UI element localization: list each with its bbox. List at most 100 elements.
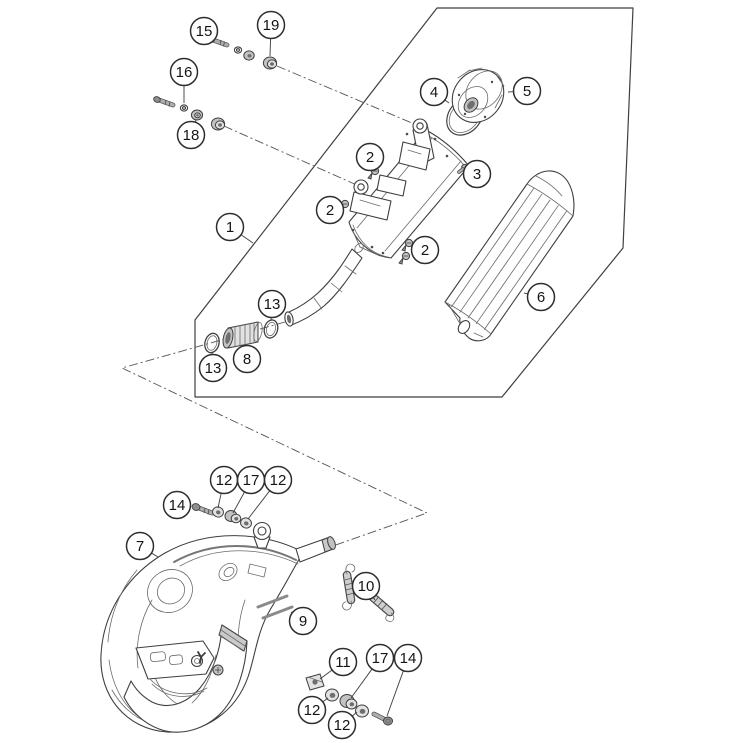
callout-circle (162, 490, 192, 520)
callout-2: 2 (315, 195, 345, 225)
callout-number: 12 (304, 702, 321, 719)
bolt-14-low (371, 711, 394, 726)
retaining-pins (256, 594, 294, 620)
callout-15: 15 (189, 16, 219, 46)
callout-14: 14 (162, 490, 192, 520)
callout-number: 12 (270, 472, 287, 489)
callout-leader (232, 491, 245, 514)
bushing-17-mid (224, 510, 242, 524)
callout-leader (444, 99, 450, 104)
callout-circle (526, 282, 556, 312)
washer-12-low-left (325, 688, 339, 702)
end-cap-5 (451, 67, 505, 123)
washer-small-15 (233, 46, 243, 54)
washer-small-16 (179, 104, 189, 112)
callout-number: 18 (183, 127, 200, 144)
callout-12: 12 (209, 465, 239, 509)
callout-number: 2 (421, 242, 429, 259)
screw-2c (398, 238, 414, 265)
callout-12: 12 (247, 465, 293, 520)
callout-number: 2 (366, 149, 374, 166)
washer-12-mid-left (212, 506, 224, 518)
callout-number: 11 (335, 654, 351, 671)
callout-leader (351, 711, 358, 717)
bolt-16 (153, 96, 176, 108)
callout-19: 19 (256, 10, 286, 57)
callout-circle (315, 195, 345, 225)
callout-2: 2 (355, 142, 385, 172)
washer-12-mid-right (240, 517, 252, 529)
callout-number: 8 (243, 351, 251, 368)
callout-circle (125, 531, 155, 561)
silencer-lower-bracket (349, 174, 407, 221)
callout-circle (176, 120, 206, 150)
rubber-bushing-18-row (210, 117, 226, 131)
callout-12: 12 (297, 695, 329, 725)
callout-number: 6 (537, 289, 545, 306)
callout-circle (410, 235, 440, 265)
callout-5: 5 (507, 76, 542, 106)
callout-circle (189, 16, 219, 46)
callout-13: 13 (198, 351, 228, 383)
silencer-packing (444, 170, 575, 342)
callout-leader (350, 668, 373, 699)
callout-number: 12 (334, 717, 351, 734)
callout-circle (297, 695, 327, 725)
callout-number: 2 (326, 202, 334, 219)
callout-1: 1 (215, 212, 254, 244)
callout-circle (351, 571, 381, 601)
callout-circle (257, 289, 287, 319)
cup-washer-18 (190, 109, 204, 121)
callout-12: 12 (327, 710, 358, 740)
callout-circle (288, 606, 318, 636)
callout-18: 18 (176, 119, 206, 150)
callout-circle (328, 647, 358, 677)
rubber-bushing-19 (262, 56, 278, 70)
callout-4: 4 (419, 77, 450, 107)
callout-circle (215, 212, 245, 242)
callout-circle (365, 643, 395, 673)
expansion-chamber (100, 521, 336, 733)
callout-number: 14 (400, 650, 417, 667)
callout-11: 11 (319, 647, 358, 680)
callout-number: 19 (263, 17, 280, 34)
callout-circle (263, 465, 293, 495)
callout-number: 1 (226, 219, 234, 236)
callout-6: 6 (523, 282, 556, 312)
o-ring-13-left (204, 332, 220, 354)
cup-washer-15 (243, 50, 255, 61)
callout-number: 9 (299, 613, 307, 630)
callout-circle (355, 142, 385, 172)
o-ring-13-right (263, 319, 279, 339)
callout-number: 15 (196, 23, 213, 40)
callout-13: 13 (257, 289, 287, 321)
callout-leader (386, 670, 404, 717)
clip-nut-11 (305, 673, 325, 691)
callout-9: 9 (288, 606, 318, 636)
callout-number: 14 (169, 497, 186, 514)
exhaust-spring-a (342, 563, 356, 611)
callout-number: 13 (264, 296, 281, 313)
coupling-sleeve-8 (222, 321, 263, 349)
callout-circle (512, 76, 542, 106)
callout-leader (319, 669, 333, 680)
washer-12-low-right (355, 704, 369, 718)
callout-number: 7 (136, 538, 144, 555)
callout-circle (393, 643, 423, 673)
callout-circle (198, 353, 228, 383)
projection-lines (120, 65, 429, 548)
callout-number: 5 (523, 83, 531, 100)
callout-2: 2 (410, 235, 440, 265)
callout-leader (240, 234, 254, 244)
callout-16: 16 (169, 57, 199, 103)
callout-leader (269, 38, 272, 57)
callout-17: 17 (350, 643, 395, 699)
callout-circle (419, 77, 449, 107)
callout-leader (217, 493, 222, 509)
bolt-14-mid (191, 503, 215, 516)
callout-number: 17 (243, 472, 260, 489)
callout-number: 16 (176, 64, 193, 81)
silencer-pipe (284, 248, 363, 327)
